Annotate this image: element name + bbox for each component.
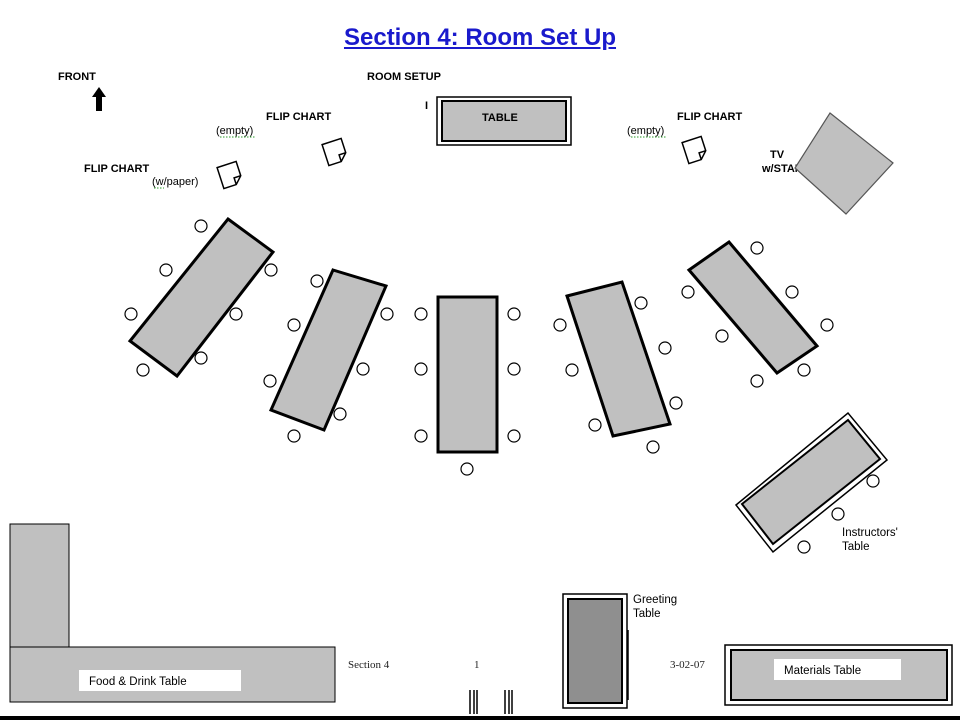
chair (287, 318, 301, 332)
tv-label: TV (770, 149, 785, 161)
chair (414, 362, 428, 376)
greeting-label: Greeting (633, 594, 677, 606)
food-drink-table: Food & Drink Table (9, 523, 336, 703)
chair (715, 329, 729, 343)
food-table-label: Food & Drink Table (89, 676, 187, 688)
instructors-label: Instructors' (842, 527, 898, 539)
chair (264, 263, 278, 277)
chair (507, 362, 521, 376)
front-label: FRONT (58, 71, 96, 83)
page-title: Section 4: Room Set Up (343, 24, 617, 51)
flip-chart-icon (321, 137, 347, 167)
chair (507, 307, 521, 321)
chair (866, 474, 880, 488)
chair (588, 418, 602, 432)
chair (136, 363, 150, 377)
flip-chart-center-label: FLIP CHART (677, 111, 742, 123)
head-table-label: TABLE (482, 112, 518, 124)
chair (414, 307, 428, 321)
chair (194, 219, 208, 233)
student-table (268, 268, 389, 432)
greeting-table-label: Table (633, 608, 661, 620)
chair (565, 363, 579, 377)
chair (310, 274, 324, 288)
chair (333, 407, 347, 421)
student-table (686, 239, 820, 375)
chair (658, 341, 672, 355)
chairs (124, 219, 880, 554)
greeting-table (562, 593, 629, 709)
chair (124, 307, 138, 321)
chair (681, 285, 695, 299)
student-table (565, 280, 672, 438)
door-marker (469, 690, 513, 714)
student-table (436, 295, 499, 454)
student-table (127, 216, 276, 379)
instructors-table (734, 411, 889, 554)
room-setup-label: ROOM SETUP (367, 71, 441, 83)
chair (159, 263, 173, 277)
chair (820, 318, 834, 332)
flip-chart-icon (216, 160, 242, 190)
chair (460, 462, 474, 476)
room-marker: I (425, 100, 428, 112)
chair (380, 307, 394, 321)
chair (831, 507, 845, 521)
chair (507, 429, 521, 443)
flip-chart-icon (681, 135, 707, 165)
chair (646, 440, 660, 454)
chair (553, 318, 567, 332)
bottom-border (0, 716, 960, 720)
chair (669, 396, 683, 410)
chair (797, 363, 811, 377)
chair (263, 374, 277, 388)
flip-chart-paper-note: (w/paper) (152, 176, 198, 188)
chair (634, 296, 648, 310)
instructors-table-label: Table (842, 541, 870, 553)
flip-chart-center-note: (empty) (627, 125, 664, 137)
footer-date: 3-02-07 (670, 659, 705, 671)
head-table: TABLE (436, 96, 572, 146)
chair (414, 429, 428, 443)
tv-stand (794, 112, 894, 215)
chair (287, 429, 301, 443)
flip-chart-left-note: (empty) (216, 125, 253, 137)
flip-chart-left-label: FLIP CHART (266, 111, 331, 123)
chair (785, 285, 799, 299)
chair (750, 241, 764, 255)
front-arrow-icon (92, 87, 106, 111)
chair (229, 307, 243, 321)
footer-page: 1 (474, 659, 480, 671)
materials-table: Materials Table (724, 644, 953, 706)
chair (797, 540, 811, 554)
footer-section: Section 4 (348, 659, 390, 671)
chair (194, 351, 208, 365)
flip-chart-paper-label: FLIP CHART (84, 163, 149, 175)
chair (356, 362, 370, 376)
materials-table-label: Materials Table (784, 665, 861, 677)
chair (750, 374, 764, 388)
